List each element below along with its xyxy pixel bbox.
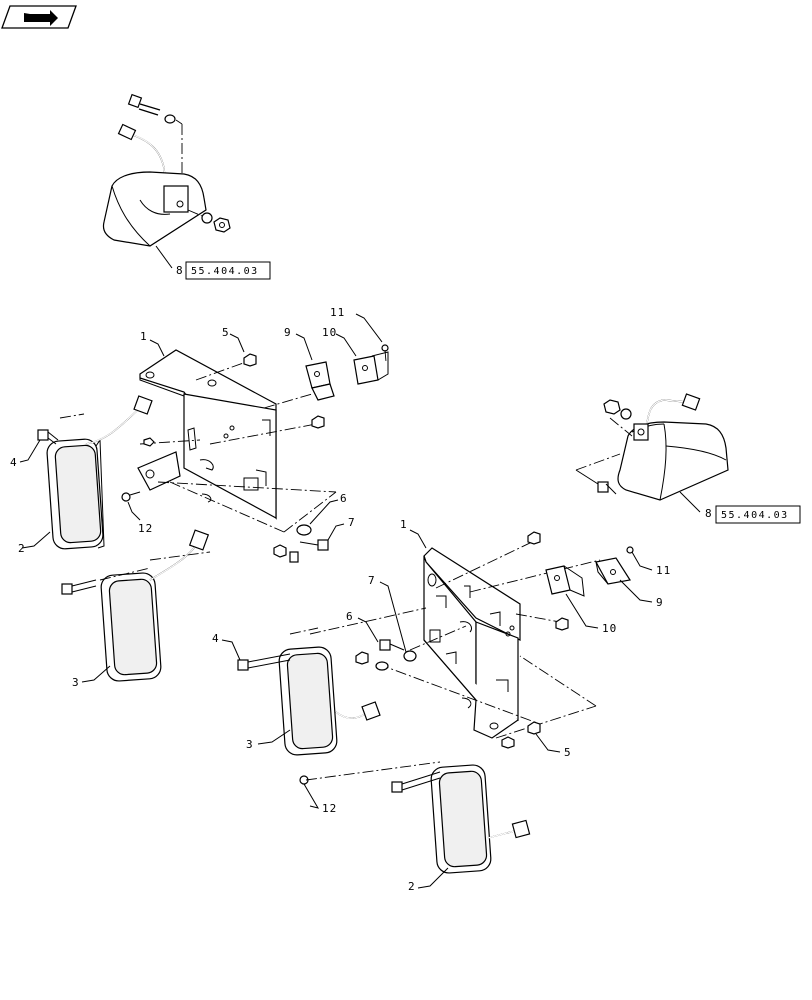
beacon-light-right (617, 393, 729, 501)
work-light-3-right (278, 646, 381, 756)
callout-3-right: 3 (246, 738, 254, 751)
bolt-4-left (37, 429, 59, 445)
callout-8-right: 8 (705, 507, 713, 520)
callout-2-left: 2 (18, 542, 26, 555)
callout-5-right: 5 (564, 746, 572, 759)
callout-11-left: 11 (330, 306, 345, 319)
plate-10-right (545, 565, 585, 597)
bolt-right-lower (391, 771, 441, 793)
reference-link-top[interactable]: 55.404.03 (191, 266, 259, 277)
washer-top-2 (201, 212, 213, 224)
connector-top (117, 123, 137, 141)
beacon-light-top (102, 93, 231, 269)
washer-right-top (620, 408, 632, 420)
nut-5-left (243, 353, 257, 367)
bolt-4-right (237, 653, 291, 671)
screw-left (289, 551, 299, 563)
screw-11-right (626, 546, 634, 554)
work-light-3-left (100, 529, 210, 682)
callout-12-right: 12 (322, 802, 337, 815)
nut-top (213, 217, 231, 233)
plate-9-left (305, 361, 335, 401)
return-arrow-icon[interactable] (1, 5, 77, 29)
callout-9-right: 9 (656, 596, 664, 609)
nut-5-right (527, 721, 541, 735)
callout-6-left: 6 (340, 492, 348, 505)
callout-6-right: 6 (346, 610, 354, 623)
callout-7-right: 7 (368, 574, 376, 587)
washer-top (164, 114, 176, 124)
work-light-2-left (46, 395, 153, 550)
bracket-left (137, 349, 277, 520)
callout-1-right: 1 (400, 518, 408, 531)
bolt-top (127, 93, 161, 116)
nut-left-3 (143, 437, 155, 447)
nut-left-2 (311, 415, 325, 429)
callout-11-right: 11 (656, 564, 671, 577)
callout-5-left: 5 (222, 326, 230, 339)
screw-12-left (121, 491, 141, 502)
callout-2-right: 2 (408, 880, 416, 893)
washer-6-left (296, 524, 312, 536)
plate-9-right (595, 557, 631, 585)
bracket-right (423, 547, 521, 739)
callout-9-left: 9 (284, 326, 292, 339)
plate-10-left (353, 351, 389, 385)
nut-right-2 (555, 617, 569, 631)
bolt-left-lower (61, 579, 97, 595)
reference-link-right[interactable]: 55.404.03 (721, 510, 789, 521)
bolt-7-left (299, 539, 329, 551)
callout-1-left: 1 (140, 330, 148, 343)
washer-6-right (403, 650, 417, 662)
callout-7-left: 7 (348, 516, 356, 529)
callout-4-right: 4 (212, 632, 220, 645)
callout-10-left: 10 (322, 326, 337, 339)
callout-10-right: 10 (602, 622, 617, 635)
work-light-2-right (430, 764, 531, 874)
callout-4-left: 4 (10, 456, 18, 469)
callout-8-top: 8 (176, 264, 184, 277)
nut-right-top (603, 399, 621, 415)
bolt-7-right (379, 639, 405, 651)
bolt-right-beacon (575, 469, 617, 495)
callout-3-left: 3 (72, 676, 80, 689)
nut-right-1 (527, 531, 541, 545)
callout-12-left: 12 (138, 522, 153, 535)
